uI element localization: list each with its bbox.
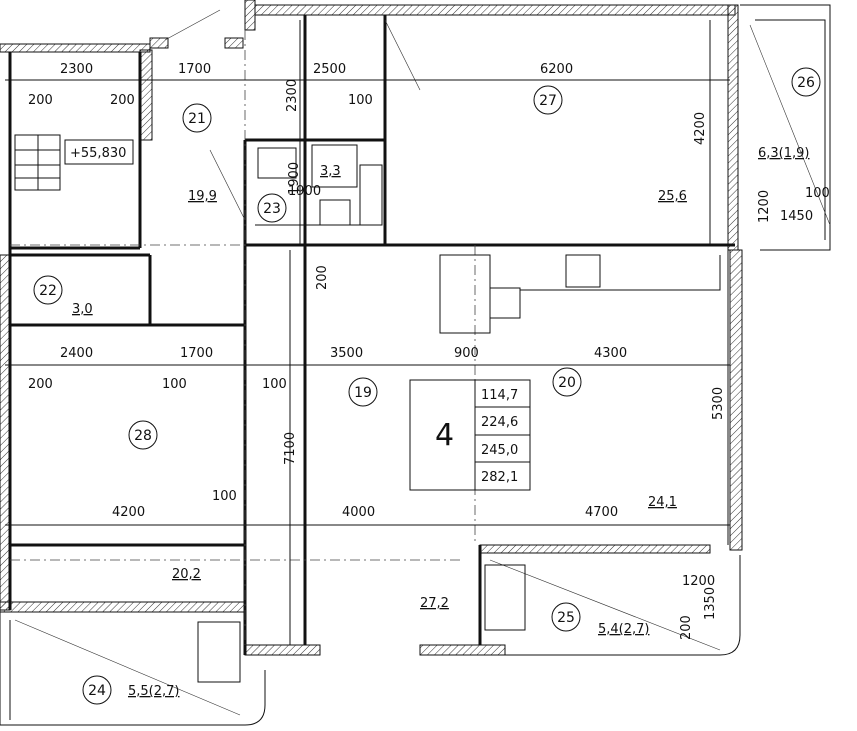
apartment-number: 4	[435, 418, 454, 453]
dim-mid-small-3: 100	[262, 377, 287, 392]
dim-balcony-low-1: 1200	[682, 574, 715, 589]
dim-balcony-right-2: 1450	[780, 209, 813, 224]
kitchen-sink-icon	[489, 287, 521, 319]
room-number-26: 26	[797, 75, 815, 91]
dim-low-3: 4700	[585, 505, 618, 520]
radiator-left-icon	[197, 621, 241, 683]
dim-mid-5: 4300	[594, 346, 627, 361]
axis-lines	[10, 30, 476, 645]
area-total-1: 114,7	[481, 388, 518, 403]
dim-balcony-low-2: 1350	[703, 587, 718, 620]
dim-balcony-right-3: 100	[805, 186, 830, 201]
dim-low-small-1: 100	[212, 489, 237, 504]
area-total-4: 282,1	[481, 470, 518, 485]
dim-mid-4: 900	[454, 346, 479, 361]
kitchen-cabinet-icon	[439, 254, 491, 334]
dim-balcony-low-3: 200	[679, 615, 694, 640]
room-number-22: 22	[39, 283, 57, 299]
fixtures	[197, 144, 721, 683]
stair	[14, 134, 61, 191]
dim-mid-1: 2400	[60, 346, 93, 361]
room-number-28: 28	[134, 428, 152, 444]
dimension-labels: 2300 1700 2500 6200 200 200 100 2400 170…	[28, 62, 830, 640]
dim-vert-6: 5300	[711, 387, 726, 420]
room-areas: 19,9 25,6 6,3(1,9) 3,3 3,0 24,1 20,2 27,…	[72, 146, 810, 699]
room-markers: 21 27 26 23 22 19 20 28 25 24	[33, 67, 821, 705]
room-area-24: 5,5(2,7)	[128, 684, 180, 699]
dim-mid-small-2: 100	[162, 377, 187, 392]
area-total-3: 245,0	[481, 443, 518, 458]
room-area-26: 6,3(1,9)	[758, 146, 810, 161]
dim-balcony-right-1: 1200	[757, 190, 772, 223]
elevation-mark: +55,830	[64, 139, 134, 165]
room-number-19: 19	[354, 385, 372, 401]
dim-mid-2: 1700	[180, 346, 213, 361]
dim-low-1: 4200	[112, 505, 145, 520]
balconies	[0, 4, 831, 726]
dim-top-3: 2500	[313, 62, 346, 77]
dimension-lines	[5, 20, 730, 645]
dim-top-small-2: 200	[110, 93, 135, 108]
room-area-23: 3,3	[320, 164, 341, 179]
area-total-2: 224,6	[481, 415, 518, 430]
room-number-25: 25	[557, 610, 575, 626]
dim-top-4: 6200	[540, 62, 573, 77]
room-area-21: 19,9	[188, 189, 217, 204]
shower-icon	[311, 144, 358, 188]
dim-mid-3: 3500	[330, 346, 363, 361]
room-number-20: 20	[558, 375, 576, 391]
dim-top-small-3: 100	[348, 93, 373, 108]
dim-vert-4: 7100	[283, 432, 298, 465]
dim-top-2: 1700	[178, 62, 211, 77]
room-area-22: 3,0	[72, 302, 93, 317]
dim-top-small-1: 200	[28, 93, 53, 108]
dim-vert-3: 200	[315, 265, 330, 290]
radiator-right-icon	[484, 564, 526, 631]
room-area-25: 5,4(2,7)	[598, 622, 650, 637]
room-area-27: 25,6	[658, 189, 687, 204]
dim-low-2: 4000	[342, 505, 375, 520]
room-area-20: 24,1	[648, 495, 677, 510]
room-number-23: 23	[263, 201, 281, 217]
room-number-27: 27	[539, 93, 557, 109]
room-number-21: 21	[188, 111, 206, 127]
elevation-label: +55,830	[70, 146, 126, 161]
stove-icon	[565, 254, 601, 288]
room-number-24: 24	[88, 683, 106, 699]
countertop	[520, 255, 721, 291]
interior-walls	[8, 15, 735, 655]
toilet-icon	[319, 199, 351, 226]
sink-icon	[257, 147, 297, 179]
dim-vert-1: 2300	[285, 79, 300, 112]
bathtub-icon	[359, 164, 383, 226]
apartment-summary: 4 114,7 224,6 245,0 282,1	[409, 379, 531, 491]
dim-top-1: 2300	[60, 62, 93, 77]
corridor-area: 20,2	[172, 567, 201, 582]
dim-vert-2: 1900	[287, 162, 302, 195]
dim-vert-5: 4200	[693, 112, 708, 145]
dim-bath-width: 1900	[288, 184, 321, 199]
dim-mid-small-1: 200	[28, 377, 53, 392]
hall-lower-area: 27,2	[420, 596, 449, 611]
